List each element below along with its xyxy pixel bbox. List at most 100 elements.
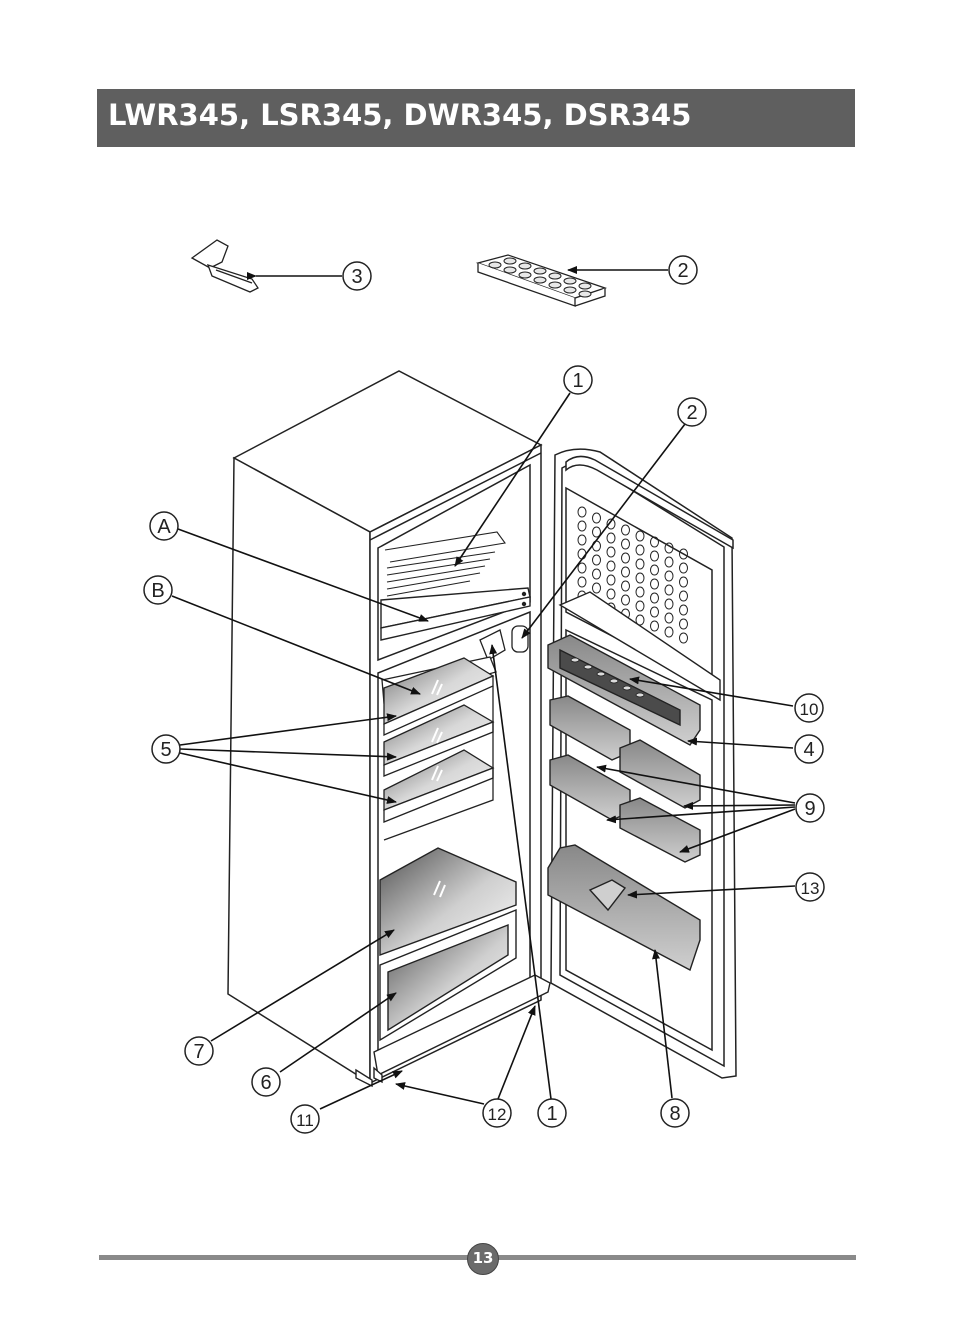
door-dimple xyxy=(606,588,616,600)
door-dimple xyxy=(650,564,659,576)
callout-5: 5 xyxy=(151,734,181,764)
door-dimple xyxy=(679,618,688,630)
callout-A: A xyxy=(149,511,179,541)
svg-text:6: 6 xyxy=(260,1072,271,1094)
door-bottle-bin xyxy=(547,844,701,972)
door-dimple xyxy=(577,520,587,532)
callout-12: 12 xyxy=(482,1098,512,1128)
callout-8: 8 xyxy=(660,1098,690,1128)
door-dimple xyxy=(606,574,616,586)
door-dimple xyxy=(664,626,674,638)
door-dimple xyxy=(606,560,616,572)
door-dimple xyxy=(679,576,688,588)
ice-tray-illustration xyxy=(475,254,608,307)
svg-text:1: 1 xyxy=(546,1103,557,1125)
door-dimple xyxy=(650,606,659,618)
door-dimple xyxy=(635,614,645,626)
door-dimple xyxy=(635,600,645,612)
door-dimple xyxy=(664,612,674,624)
svg-text:7: 7 xyxy=(193,1041,204,1063)
door-upper-balcony xyxy=(547,591,721,746)
svg-text:9: 9 xyxy=(804,798,815,820)
callout-1-bottom: 1 xyxy=(537,1098,567,1128)
door-dimple xyxy=(679,562,688,574)
door-dimple xyxy=(592,568,601,580)
callout-4: 4 xyxy=(794,734,824,764)
door-dimple xyxy=(635,530,645,542)
door-dimple xyxy=(592,526,601,538)
door-dimple xyxy=(679,548,688,560)
door-dimple xyxy=(621,524,630,536)
door-dimple xyxy=(635,572,645,584)
door-dimple xyxy=(606,518,616,530)
door-dimple xyxy=(650,592,659,604)
svg-text:12: 12 xyxy=(488,1105,507,1124)
door-dimple xyxy=(664,584,674,596)
door-dimple xyxy=(621,552,630,564)
door-dimple xyxy=(664,570,674,582)
door-dimples xyxy=(577,506,688,644)
door-dimple xyxy=(650,620,659,632)
callout-7: 7 xyxy=(184,1036,214,1066)
callout-1-top: 1 xyxy=(563,365,593,395)
svg-text:5: 5 xyxy=(160,739,171,761)
bottom-grille xyxy=(355,974,551,1088)
door-dimple xyxy=(592,554,601,566)
door-dimple xyxy=(679,604,688,616)
glass-shelves xyxy=(381,656,497,841)
freezer-grille xyxy=(384,531,506,597)
callout-B: B xyxy=(143,575,173,605)
page-number: 13 xyxy=(472,1249,494,1267)
door-dimple xyxy=(635,586,645,598)
svg-text:1: 1 xyxy=(572,370,583,392)
door-dimple xyxy=(577,506,587,518)
door-dimple xyxy=(664,598,674,610)
svg-text:4: 4 xyxy=(803,739,814,761)
door-dimple xyxy=(679,632,688,644)
callout-3: 3 xyxy=(342,261,372,291)
callout-11: 11 xyxy=(290,1104,320,1134)
svg-text:8: 8 xyxy=(669,1103,680,1125)
callout-6: 6 xyxy=(251,1067,281,1097)
svg-text:A: A xyxy=(157,516,171,538)
svg-text:10: 10 xyxy=(800,700,819,719)
door-dimple xyxy=(664,556,674,568)
door-dimple xyxy=(635,544,645,556)
door-dimple xyxy=(606,546,616,558)
svg-text:2: 2 xyxy=(677,260,688,282)
ice-scraper-illustration xyxy=(190,239,259,293)
callout-2-ice-tray: 2 xyxy=(668,255,698,285)
svg-text:3: 3 xyxy=(351,266,362,288)
crisper-drawer xyxy=(379,847,517,1042)
callout-10: 10 xyxy=(794,693,824,723)
door-dimple xyxy=(621,580,630,592)
svg-text:B: B xyxy=(151,580,164,602)
callout-2-door: 2 xyxy=(677,397,707,427)
door-dimple xyxy=(679,590,688,602)
door-dimple xyxy=(650,536,659,548)
door-dimple xyxy=(577,576,587,588)
door-dimple xyxy=(621,594,630,606)
callout-9: 9 xyxy=(795,793,825,823)
svg-text:2: 2 xyxy=(686,402,697,424)
door-dimple xyxy=(621,538,630,550)
door-dimple xyxy=(577,534,587,546)
door-dimple xyxy=(592,582,601,594)
door-dimple xyxy=(635,558,645,570)
svg-text:13: 13 xyxy=(801,879,820,898)
title-bar: LWR345, LSR345, DWR345, DSR345 xyxy=(97,89,855,147)
door-dimple xyxy=(650,578,659,590)
leader-lines xyxy=(171,266,796,1110)
door-dimple xyxy=(650,550,659,562)
svg-text:11: 11 xyxy=(296,1111,314,1130)
door-dimple xyxy=(592,512,601,524)
door-bins xyxy=(549,695,701,863)
page-number-badge: 13 xyxy=(467,1243,499,1275)
callout-13: 13 xyxy=(795,872,825,902)
door-dimple xyxy=(577,562,587,574)
door-dimple xyxy=(621,566,630,578)
page-title: LWR345, LSR345, DWR345, DSR345 xyxy=(108,98,692,132)
door-dimple xyxy=(606,532,616,544)
door-dimple xyxy=(664,542,674,554)
